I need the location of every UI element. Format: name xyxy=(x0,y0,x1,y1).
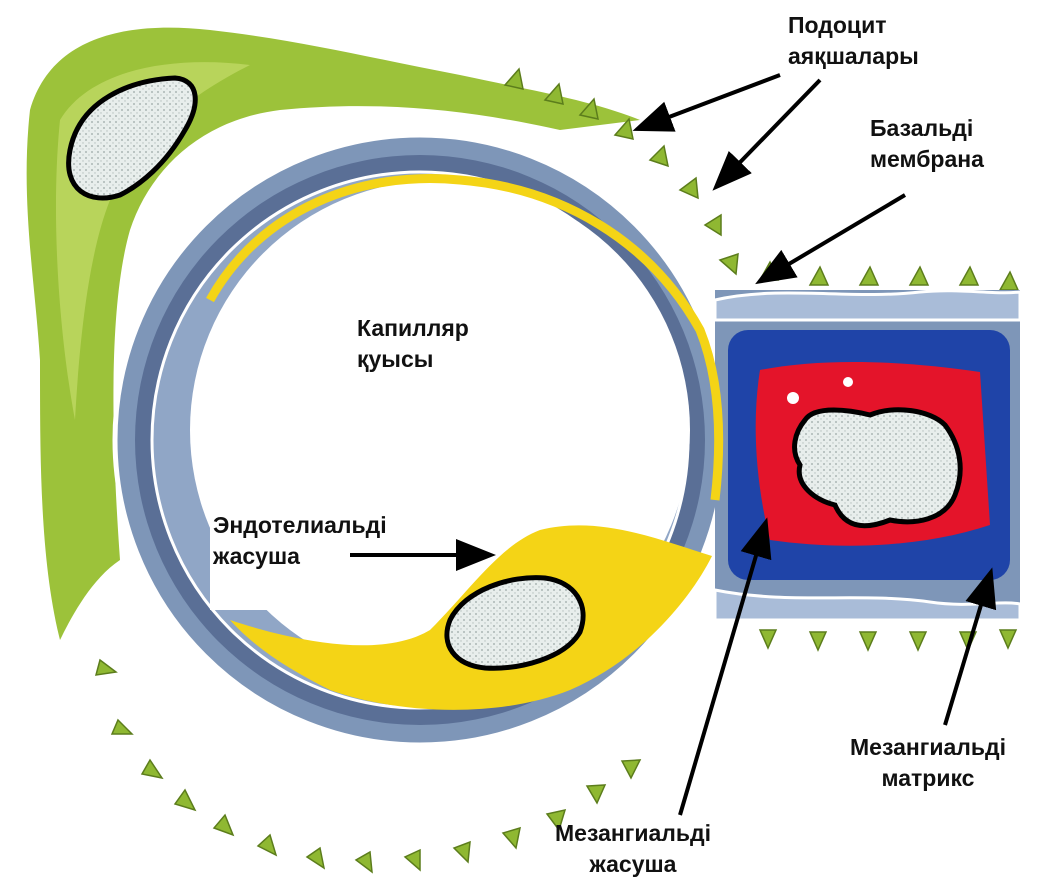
mesangial-wavy-top xyxy=(715,291,1020,320)
arrow-podocyte-1 xyxy=(640,75,780,128)
basement-membrane-label-line1: Базальді xyxy=(870,113,984,144)
basement-membrane-label: Базальді мембрана xyxy=(870,113,984,175)
capillary-lumen-label-line2: қуысы xyxy=(357,344,469,375)
mesangial-cell-label-line2: жасуша xyxy=(555,849,711,880)
mesangial-matrix-label-line1: Мезангиальді xyxy=(850,732,1006,763)
podocyte-foot-label: Подоцит аяқшалары xyxy=(788,10,919,72)
arrow-basement xyxy=(762,195,905,280)
matrix-speck xyxy=(787,392,799,404)
mesangial-cell-label-line1: Мезангиальді xyxy=(555,818,711,849)
capillary-lumen-label: Капилляр қуысы xyxy=(357,313,469,375)
podocyte-foot-label-line1: Подоцит xyxy=(788,10,919,41)
mesangial-cell-label: Мезангиальді жасуша xyxy=(555,818,711,880)
endothelial-cell-label-line1: Эндотелиальді xyxy=(213,510,387,541)
basement-membrane-label-line2: мембрана xyxy=(870,144,984,175)
matrix-speck xyxy=(843,377,853,387)
podocyte-foot-label-line2: аяқшалары xyxy=(788,41,919,72)
mesangial-matrix-label-line2: матрикс xyxy=(850,763,1006,794)
endothelial-cell-label-line2: жасуша xyxy=(213,541,387,572)
arrow-podocyte-2 xyxy=(718,80,820,185)
mesangial-matrix-label: Мезангиальді матрикс xyxy=(850,732,1006,794)
capillary-lumen-label-line1: Капилляр xyxy=(357,313,469,344)
endothelial-cell-label: Эндотелиальді жасуша xyxy=(213,510,387,572)
